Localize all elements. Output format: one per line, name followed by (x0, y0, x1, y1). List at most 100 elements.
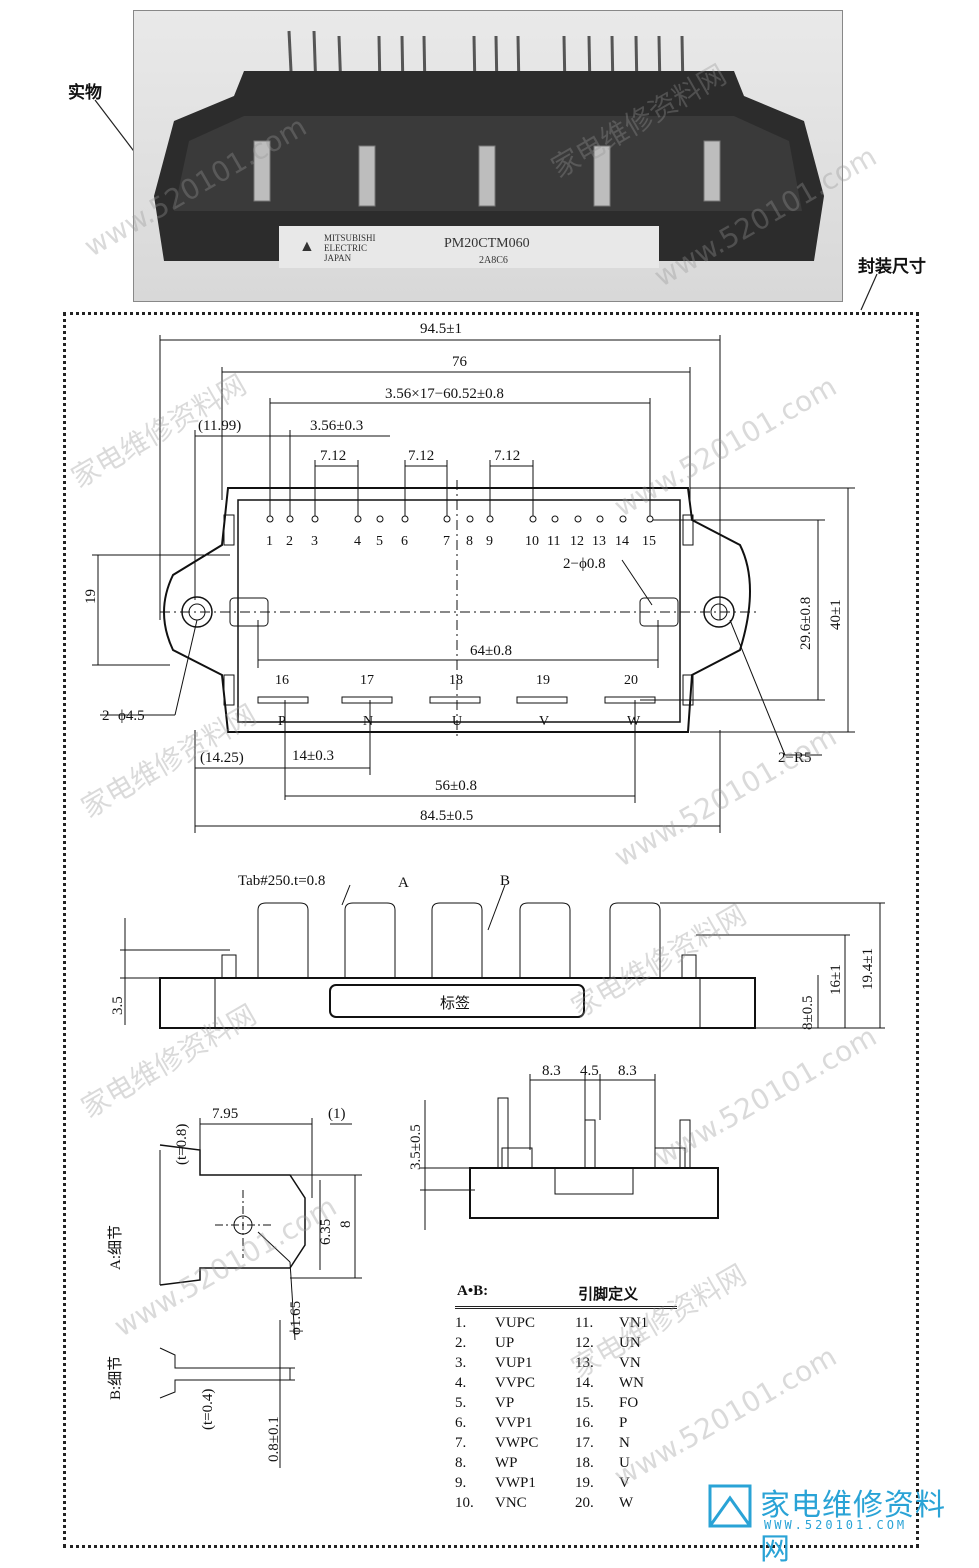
pin-number: 11 (547, 534, 560, 549)
pin-table-header: A•B: 引脚定义 (455, 1283, 685, 1304)
pin-number: 12 (570, 534, 584, 549)
pin-name: P (278, 714, 286, 729)
pin-dot (286, 515, 294, 523)
pin-name: V (539, 714, 549, 729)
pin-number: 20 (624, 673, 638, 688)
pin-number: 14 (615, 534, 629, 549)
detail-b-dim-t: (t=0.4) (200, 1389, 216, 1430)
pin-table-cell: WP (495, 1455, 518, 1471)
pin-table-cell: 10. (455, 1495, 474, 1511)
pin-table-cell: VWPC (495, 1435, 539, 1451)
photo-brand-2: ELECTRIC (324, 243, 367, 253)
dim-11-99: (11.99) (198, 418, 241, 434)
pin-dot (574, 515, 582, 523)
pin-table-cell: 18. (575, 1455, 594, 1471)
side-tab: Tab#250.t=0.8 (238, 873, 325, 889)
pin-name: W (627, 714, 641, 729)
pin-table-cell: VVP1 (495, 1415, 533, 1431)
pin-number: 1 (266, 534, 273, 549)
detail-a-dim-t: (t=0.8) (174, 1124, 190, 1165)
pin-number: 19 (536, 673, 550, 688)
pin-table-cell: FO (619, 1395, 639, 1411)
pin-number: 8 (466, 534, 473, 549)
dim-overall: 94.5±1 (420, 321, 462, 337)
pin-dot (551, 515, 559, 523)
detail-a-dim-7-95: 7.95 (212, 1106, 238, 1122)
pin-name: N (363, 714, 373, 729)
dim-14: 14±0.3 (292, 748, 334, 764)
logo-url: WWW.520101.COM (764, 1518, 908, 1532)
end-dim-3-5: 3.5±0.5 (408, 1124, 424, 1170)
pin-dot (466, 515, 474, 523)
dim-64: 64±0.8 (470, 643, 512, 659)
pin-dot (529, 515, 537, 523)
pin-table-cell: 11. (575, 1315, 594, 1331)
pin-table-cell: 20. (575, 1495, 594, 1511)
pin-table-row: 1. VUPC 11. VN1 (455, 1313, 685, 1333)
pin-table-cell: 1. (455, 1315, 467, 1331)
pin-table-rule (455, 1306, 677, 1309)
pin-table-cell: UP (495, 1335, 515, 1351)
dim-r5: 2−R5 (778, 750, 811, 766)
dim-14-25: (14.25) (200, 750, 244, 766)
pin-number: 7 (443, 534, 450, 549)
pin-table-cell: VUP1 (495, 1355, 533, 1371)
photo-code: 2A8C6 (479, 255, 508, 266)
pin-table-cell: VUPC (495, 1315, 536, 1331)
pin-number: 10 (525, 534, 539, 549)
pin-table-cell: 3. (455, 1355, 467, 1371)
pin-table-cell: 8. (455, 1455, 467, 1471)
pin-table-cell: WN (619, 1375, 644, 1391)
pin-dot (646, 515, 654, 523)
package-frame (63, 312, 919, 1548)
pin-dot (266, 515, 274, 523)
detail-b-dim-0-8: 0.8±0.1 (266, 1416, 282, 1462)
module-photo-drawing: ▲ MITSUBISHI ELECTRIC JAPAN PM20CTM060 2… (154, 30, 824, 268)
pin-number: 16 (275, 673, 289, 688)
pin-table-cell: 12. (575, 1335, 594, 1351)
side-marker-a: A (398, 875, 409, 891)
package-label: 封装尺寸 (858, 257, 926, 276)
package-leader-line (860, 273, 878, 311)
pin-table-cell: 16. (575, 1415, 594, 1431)
pin-table-cell: VN1 (619, 1315, 649, 1331)
side-dim-8: 8±0.5 (800, 996, 816, 1030)
dim-phi08: 2−ϕ0.8 (563, 556, 606, 572)
end-dim-8-3b: 8.3 (618, 1063, 637, 1079)
module-photo: ▲ MITSUBISHI ELECTRIC JAPAN PM20CTM060 2… (133, 10, 843, 302)
dim-19: 19 (83, 589, 99, 604)
pin-table-cell: N (619, 1435, 630, 1451)
pin-table-cell: VP (495, 1395, 515, 1411)
pin-number: 15 (642, 534, 656, 549)
side-label: 标签 (440, 995, 470, 1012)
pin-table-cell: 4. (455, 1375, 467, 1391)
photo-model: PM20CTM060 (444, 236, 530, 251)
dim-29-6: 29.6±0.8 (798, 597, 814, 650)
detail-a-dim-1: (1) (328, 1106, 346, 1122)
pin-table-cell: U (619, 1455, 630, 1471)
end-dim-8-3a: 8.3 (542, 1063, 561, 1079)
pin-table-head-right: 引脚定义 (578, 1287, 639, 1303)
pin-number: 2 (286, 534, 293, 549)
side-dim-16: 16±1 (828, 964, 844, 995)
pin-number: 5 (376, 534, 383, 549)
pin-table-cell: VWP1 (495, 1475, 536, 1491)
pin-table-cell: VVPC (495, 1375, 536, 1391)
photo-label: 实物 (68, 83, 102, 102)
dim-7-12-a: 7.12 (320, 448, 346, 464)
pin-table-cell: 19. (575, 1475, 594, 1491)
dim-pitch: 3.56×17−60.52±0.8 (385, 386, 504, 402)
end-dim-4-5: 4.5 (580, 1063, 599, 1079)
pin-number: 9 (486, 534, 493, 549)
detail-a-dim-8: 8 (338, 1221, 354, 1229)
pin-dot (486, 515, 494, 523)
pin-number: 3 (311, 534, 318, 549)
